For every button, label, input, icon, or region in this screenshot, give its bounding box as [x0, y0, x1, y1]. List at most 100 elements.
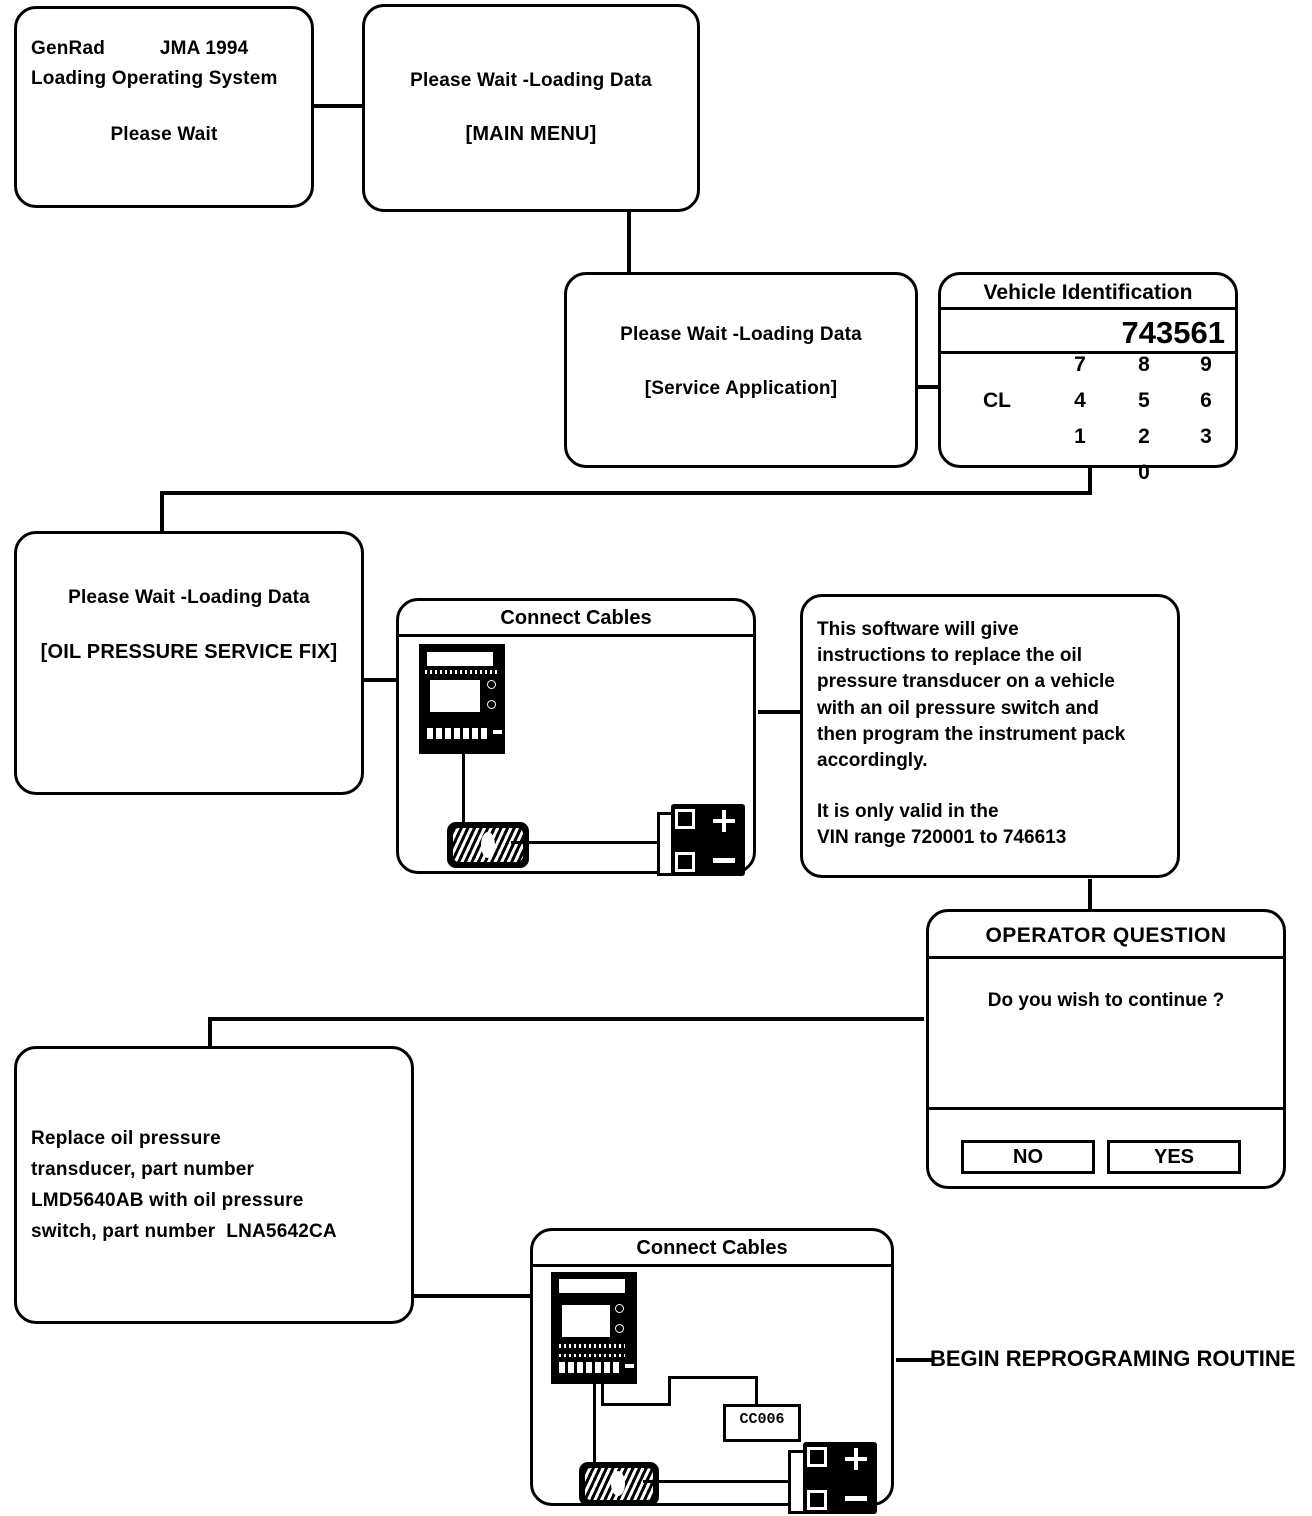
key-7[interactable]: 7 [1074, 353, 1086, 376]
screen-replace-instruction: Replace oil pressure transducer, part nu… [14, 1046, 414, 1324]
wire-plug-to-battery-2 [643, 1480, 801, 1483]
screen-boot: GenRad JMA 1994 Loading Operating System… [14, 6, 314, 208]
connector-plug-icon-2 [579, 1462, 659, 1506]
operator-question-title: OPERATOR QUESTION [985, 924, 1227, 947]
boot-line-3: Please Wait [110, 124, 218, 145]
begin-reprograming-routine-label: BEGIN REPROGRAMING ROUTINE [930, 1346, 1296, 1371]
wire-tester-branch-a [601, 1382, 604, 1406]
battery-terminal-negative-2 [807, 1490, 827, 1510]
battery-icon-2 [803, 1442, 877, 1514]
battery-plus-sign-v-2 [854, 1448, 858, 1470]
tester-screen-2 [561, 1304, 611, 1338]
cable-diagram-2: CC006 [533, 1264, 891, 1514]
vehicle-id-value: 743561 [1121, 315, 1225, 350]
tester-knob-bottom-2 [615, 1324, 624, 1333]
screen-connect-cables-1: Connect Cables [396, 598, 756, 876]
key-6[interactable]: 6 [1200, 389, 1212, 412]
connect-cables-1-title: Connect Cables [500, 607, 652, 629]
connector-vehicleid-left [160, 491, 1092, 495]
screen-connect-cables-2: Connect Cables [530, 1228, 894, 1514]
tester-handle-2 [558, 1278, 626, 1294]
wire-plug-to-battery [511, 841, 669, 844]
key-5[interactable]: 5 [1138, 389, 1150, 412]
main-menu-line-1: Please Wait -Loading Data [410, 70, 652, 91]
replace-line-2: transducer, part number [31, 1159, 255, 1180]
screen-main-menu: Please Wait -Loading Data [MAIN MENU] [362, 4, 700, 212]
connect-cables-2-title-rule [533, 1264, 891, 1267]
replace-line-1: Replace oil pressure [31, 1128, 221, 1149]
boot-line-2: Loading Operating System [31, 68, 278, 89]
key-1[interactable]: 1 [1074, 425, 1086, 448]
info-paragraph-1: This software will give instructions to … [817, 619, 1126, 772]
key-3[interactable]: 3 [1200, 425, 1212, 448]
connector-to-replace [208, 1017, 212, 1047]
battery-terminal-negative [675, 852, 695, 872]
connector-mainmenu-to-service [627, 210, 631, 272]
replace-line-3: LMD5640AB with oil pressure [31, 1190, 304, 1211]
wire-branch-b-h [668, 1376, 758, 1379]
tester-vent [425, 670, 497, 674]
vehicle-id-value-rule [941, 351, 1235, 354]
connector-cables2-to-end [896, 1358, 934, 1362]
plug-keyway-2 [611, 1471, 625, 1496]
battery-minus-sign [713, 858, 735, 863]
tester-keypad-2 [559, 1362, 621, 1373]
connector-plug-icon [447, 822, 529, 868]
connect-cables-1-title-rule [399, 634, 753, 637]
tester-port-2 [625, 1364, 634, 1368]
battery-minus-sign-2 [845, 1496, 867, 1501]
key-4[interactable]: 4 [1074, 389, 1086, 412]
tester-keypad [427, 728, 489, 739]
tester-port [493, 730, 502, 734]
boot-line-1: GenRad JMA 1994 [31, 38, 249, 59]
key-0[interactable]: 0 [1138, 461, 1150, 484]
tester-handle [426, 651, 494, 667]
wire-branch-a-h [601, 1403, 671, 1406]
wire-to-module-v [755, 1376, 758, 1404]
cc006-module-label: CC006 [723, 1404, 801, 1442]
battery-terminal-positive [675, 809, 695, 829]
plug-keyway [481, 832, 495, 858]
tester-knob-top-2 [615, 1304, 624, 1313]
tester-vent-2b [559, 1354, 625, 1357]
wire-tester-to-plug [462, 752, 465, 824]
screen-vehicle-identification: Vehicle Identification 743561 CL 7 8 9 4… [938, 272, 1238, 484]
key-2[interactable]: 2 [1138, 425, 1150, 448]
connector-question-left [208, 1017, 924, 1021]
key-8[interactable]: 8 [1138, 353, 1150, 376]
wire-branch-b-v [668, 1376, 671, 1404]
info-paragraph-2: It is only valid in the VIN range 720001… [817, 801, 1067, 849]
battery-terminal-positive-2 [807, 1447, 827, 1467]
tester-vent-2 [559, 1344, 625, 1348]
key-9[interactable]: 9 [1200, 353, 1212, 376]
vehicle-id-keypad[interactable]: CL 7 8 9 4 5 6 1 2 3 0 [941, 353, 1235, 484]
main-menu-line-2: [MAIN MENU] [465, 123, 597, 145]
vehicle-id-title: Vehicle Identification [983, 281, 1193, 304]
oil-pressure-line-1: Please Wait -Loading Data [68, 587, 310, 608]
connector-vehicleid-down [1088, 467, 1092, 493]
connector-cables1-to-info [758, 710, 802, 714]
tester-knob-top [487, 680, 496, 689]
connector-replace-to-cables2 [414, 1294, 532, 1298]
cable-diagram-1 [399, 634, 753, 876]
connector-boot-to-mainmenu [312, 104, 364, 108]
connector-service-to-vehicleid [916, 385, 940, 389]
operator-question-title-rule [929, 956, 1283, 959]
screen-service-application: Please Wait -Loading Data [Service Appli… [564, 272, 918, 468]
service-application-line-2: [Service Application] [644, 378, 838, 399]
service-application-line-1: Please Wait -Loading Data [620, 324, 862, 345]
connector-info-to-question [1088, 879, 1092, 911]
tester-screen [429, 679, 481, 713]
battery-plus-sign-v [722, 810, 726, 832]
screen-oil-pressure-fix: Please Wait -Loading Data [OIL PRESSURE … [14, 531, 364, 795]
yes-button[interactable]: YES [1107, 1140, 1241, 1174]
no-button[interactable]: NO [961, 1140, 1095, 1174]
battery-icon [671, 804, 745, 876]
key-clear[interactable]: CL [983, 389, 1011, 412]
operator-question-button-rule [929, 1107, 1283, 1110]
oil-pressure-line-2: [OIL PRESSURE SERVICE FIX] [40, 641, 338, 663]
operator-question-text: Do you wish to continue ? [987, 990, 1225, 1011]
screen-software-info: This software will give instructions to … [800, 594, 1180, 878]
vehicle-id-title-rule [941, 307, 1235, 310]
